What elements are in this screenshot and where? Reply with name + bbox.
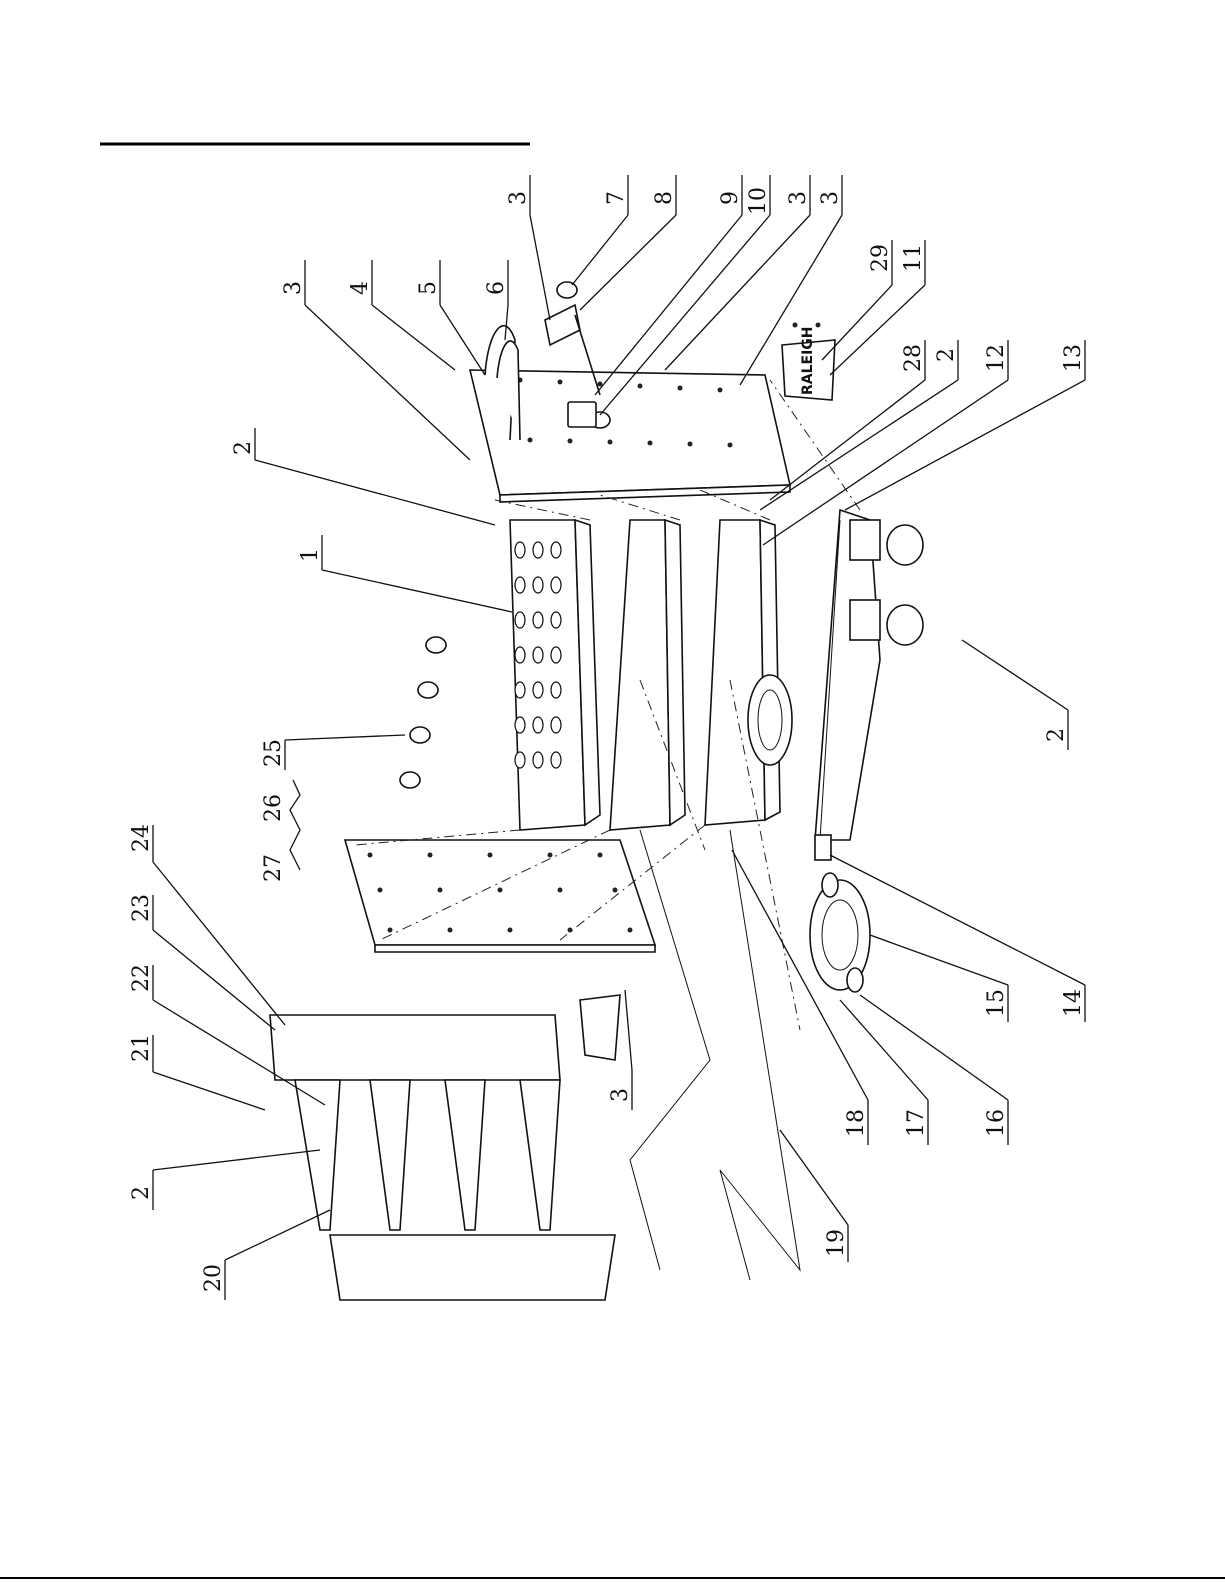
svg-text:9: 9 (718, 191, 743, 205)
callout-26: 26 (261, 794, 286, 822)
grommet-brace (290, 780, 300, 870)
svg-text:29: 29 (868, 244, 893, 272)
side-bracket (580, 995, 620, 1060)
svg-text:18: 18 (844, 1109, 869, 1137)
svg-text:23: 23 (129, 894, 154, 922)
svg-text:20: 20 (201, 1264, 226, 1292)
bin-rack-rear-plate (330, 1235, 615, 1300)
svg-text:3: 3 (608, 1088, 633, 1102)
left-side-panel (345, 840, 655, 952)
bottom-tray (815, 510, 880, 860)
svg-text:17: 17 (904, 1109, 929, 1137)
svg-text:10: 10 (746, 187, 771, 215)
callout-19: 19 (780, 1130, 849, 1262)
svg-text:14: 14 (1061, 989, 1086, 1017)
assembly-lines (355, 380, 860, 1280)
svg-text:12: 12 (984, 344, 1009, 372)
svg-text:28: 28 (901, 344, 926, 372)
svg-text:11: 11 (901, 244, 926, 272)
svg-text:7: 7 (604, 191, 629, 205)
middle-shelf (610, 520, 685, 830)
callout-20: 20 (201, 1210, 330, 1300)
callout-25: 25 (261, 735, 405, 770)
callout-2d: 2 (962, 640, 1069, 750)
svg-text:3: 3 (281, 281, 306, 295)
callout-23: 23 (129, 894, 275, 1030)
callout-2a: 2 (231, 428, 495, 525)
svg-text:27: 27 (261, 854, 286, 882)
svg-text:2: 2 (1044, 728, 1069, 742)
svg-text:16: 16 (984, 1109, 1009, 1137)
svg-text:6: 6 (484, 281, 509, 295)
svg-text:5: 5 (416, 281, 441, 295)
svg-text:19: 19 (824, 1229, 849, 1257)
callout-9: 9 (595, 175, 743, 395)
callout-15: 15 (870, 935, 1009, 1022)
logo-text: RALEIGH (800, 326, 816, 395)
bin-rack-front-plate (270, 1015, 560, 1080)
logo-plate: RALEIGH (782, 323, 835, 401)
callout-1: 1 (298, 535, 512, 612)
svg-text:15: 15 (984, 989, 1009, 1017)
svg-text:13: 13 (1061, 344, 1086, 372)
callout-13: 13 (845, 340, 1086, 510)
svg-text:3: 3 (786, 191, 811, 205)
svg-text:24: 24 (129, 824, 154, 852)
lower-shelf (705, 520, 780, 825)
callout-21: 21 (129, 1034, 265, 1110)
callout-5: 5 (416, 260, 485, 375)
svg-text:25: 25 (261, 739, 286, 767)
svg-text:1: 1 (298, 548, 323, 562)
svg-text:22: 22 (129, 964, 154, 992)
callout-7: 7 (572, 175, 629, 285)
perforated-top-shelf (510, 520, 600, 830)
callout-4: 4 (348, 260, 455, 370)
svg-text:4: 4 (348, 281, 373, 295)
svg-text:3: 3 (506, 191, 531, 205)
svg-text:26: 26 (261, 794, 286, 822)
callout-2c: 2 (129, 1150, 320, 1210)
svg-text:2: 2 (934, 348, 959, 362)
svg-text:3: 3 (818, 191, 843, 205)
svg-text:2: 2 (231, 441, 256, 455)
svg-text:21: 21 (129, 1034, 154, 1062)
svg-text:8: 8 (652, 191, 677, 205)
svg-text:2: 2 (129, 1186, 154, 1200)
callout-27: 27 (261, 854, 286, 882)
right-side-panel (470, 282, 790, 502)
bin-rack-rails (295, 1080, 560, 1230)
grommets (400, 637, 446, 788)
callout-3b: 3 (506, 175, 550, 320)
